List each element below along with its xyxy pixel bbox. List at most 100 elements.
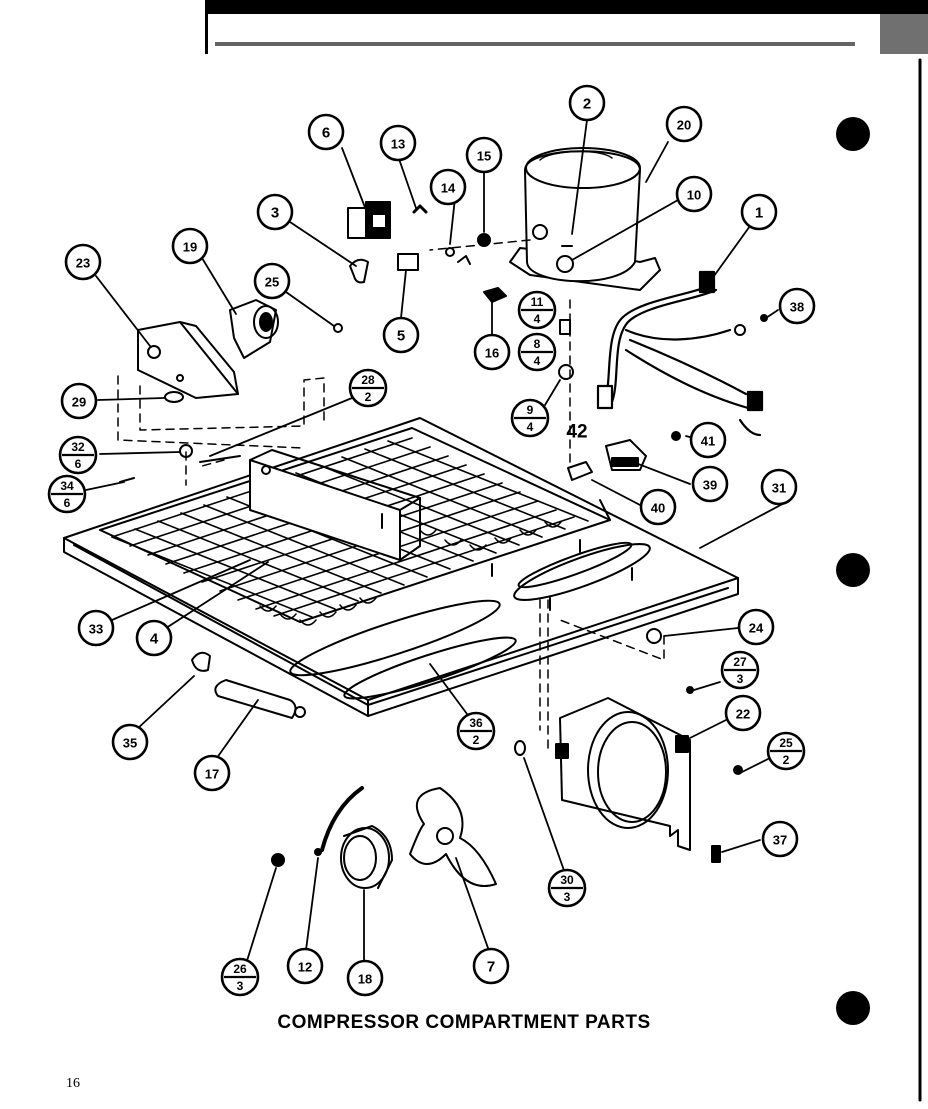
callout-12: 12 — [286, 947, 324, 985]
callout-numerator: 34 — [60, 479, 74, 493]
scan-edge-noise — [205, 0, 928, 54]
callout-29-label: 29 — [72, 395, 86, 410]
callout-19-label: 19 — [183, 240, 197, 255]
callout-22-label: 22 — [736, 707, 750, 722]
drier-and-clip — [119, 444, 662, 719]
callout-numerator: 9 — [527, 403, 534, 417]
callout-3: 3 — [256, 193, 294, 231]
callout-numerator: 28 — [361, 373, 375, 387]
callout-25-2: 252 — [766, 731, 806, 771]
callout-denominator: 2 — [783, 753, 790, 767]
callout-27-3: 273 — [720, 650, 760, 690]
callout-7: 7 — [472, 947, 510, 985]
callout-6-label: 6 — [322, 125, 330, 142]
callout-denominator: 6 — [64, 496, 71, 510]
callout-24: 24 — [737, 608, 775, 646]
callout-20: 20 — [665, 105, 703, 143]
callout-16-label: 16 — [485, 346, 499, 361]
binder-hole-middle — [836, 553, 870, 587]
callout-11-4: 114 — [517, 290, 557, 330]
callout-26-3: 263 — [220, 957, 260, 997]
callout-denominator: 2 — [365, 390, 372, 404]
callout-13-label: 13 — [391, 137, 405, 152]
callout-numerator: 32 — [71, 440, 85, 454]
callout-38: 38 — [778, 287, 816, 325]
callout-37: 37 — [761, 820, 799, 858]
callout-1-label: 1 — [755, 205, 763, 222]
binder-hole-top — [836, 117, 870, 151]
diagram-title: COMPRESSOR COMPARTMENT PARTS — [277, 1012, 651, 1033]
callout-25: 25 — [253, 262, 291, 300]
callout-layer: 1234567101213141516171819202223242529313… — [47, 84, 816, 997]
callout-31: 31 — [760, 468, 798, 506]
callout-40: 40 — [639, 488, 677, 526]
callout-23-label: 23 — [76, 256, 90, 271]
callout-4: 4 — [135, 619, 173, 657]
callout-41-label: 41 — [701, 434, 715, 449]
callout-5: 5 — [382, 316, 420, 354]
callout-1: 1 — [740, 193, 778, 231]
callout-37-label: 37 — [773, 833, 787, 848]
callout-numerator: 25 — [779, 736, 793, 750]
callout-7-label: 7 — [487, 959, 495, 976]
callout-15: 15 — [465, 136, 503, 174]
callout-25-label: 25 — [265, 275, 279, 290]
callout-3-label: 3 — [271, 205, 279, 222]
condenser-coil — [99, 427, 611, 626]
callout-41: 41 — [689, 421, 727, 459]
callout-16: 16 — [473, 333, 511, 371]
callout-numerator: 30 — [560, 873, 574, 887]
callout-14: 14 — [429, 168, 467, 206]
fan-shroud — [555, 697, 721, 863]
callout-33-label: 33 — [89, 622, 103, 637]
callout-9-4: 94 — [510, 398, 550, 438]
callout-18-label: 18 — [358, 972, 372, 987]
callout-31-label: 31 — [772, 481, 786, 496]
callout-32-6: 326 — [58, 435, 98, 475]
callout-13: 13 — [379, 124, 417, 162]
callout-denominator: 3 — [564, 890, 571, 904]
callout-17: 17 — [193, 754, 231, 792]
callout-5-label: 5 — [397, 328, 405, 345]
callout-15-label: 15 — [477, 149, 491, 164]
callout-4-label: 4 — [150, 631, 159, 648]
fan-motor-assembly — [271, 740, 526, 889]
callout-denominator: 3 — [737, 672, 744, 686]
callout-24-label: 24 — [749, 621, 764, 636]
callout-42: 42 — [566, 422, 587, 443]
relay-assembly — [347, 201, 507, 303]
callout-14-label: 14 — [441, 181, 456, 196]
callout-30-3: 303 — [547, 868, 587, 908]
callout-28-2: 282 — [348, 368, 388, 408]
callout-numerator: 11 — [531, 295, 544, 309]
callout-numerator: 27 — [733, 655, 747, 669]
callout-38-label: 38 — [790, 300, 804, 315]
binder-hole-bottom — [836, 991, 870, 1025]
callout-denominator: 4 — [527, 420, 534, 434]
callout-denominator: 4 — [534, 312, 541, 326]
callout-denominator: 2 — [473, 733, 480, 747]
callout-35: 35 — [111, 723, 149, 761]
callout-denominator: 4 — [534, 354, 541, 368]
callout-22: 22 — [724, 694, 762, 732]
callout-34-6: 346 — [47, 474, 87, 514]
callout-42-label: 42 — [566, 422, 587, 443]
page-number: 16 — [66, 1076, 80, 1091]
callout-39: 39 — [691, 465, 729, 503]
callout-denominator: 3 — [237, 979, 244, 993]
callout-8-4: 84 — [517, 332, 557, 372]
compressor — [509, 147, 661, 291]
callout-36-2: 362 — [456, 711, 496, 751]
callout-2-label: 2 — [583, 96, 591, 113]
callout-12-label: 12 — [298, 960, 312, 975]
callout-6: 6 — [307, 113, 345, 151]
callout-18: 18 — [346, 959, 384, 997]
callout-35-label: 35 — [123, 736, 137, 751]
callout-23: 23 — [64, 243, 102, 281]
callout-numerator: 36 — [469, 716, 483, 730]
callout-40-label: 40 — [651, 501, 665, 516]
base-pan — [63, 417, 739, 717]
wiring-harness — [596, 270, 764, 437]
